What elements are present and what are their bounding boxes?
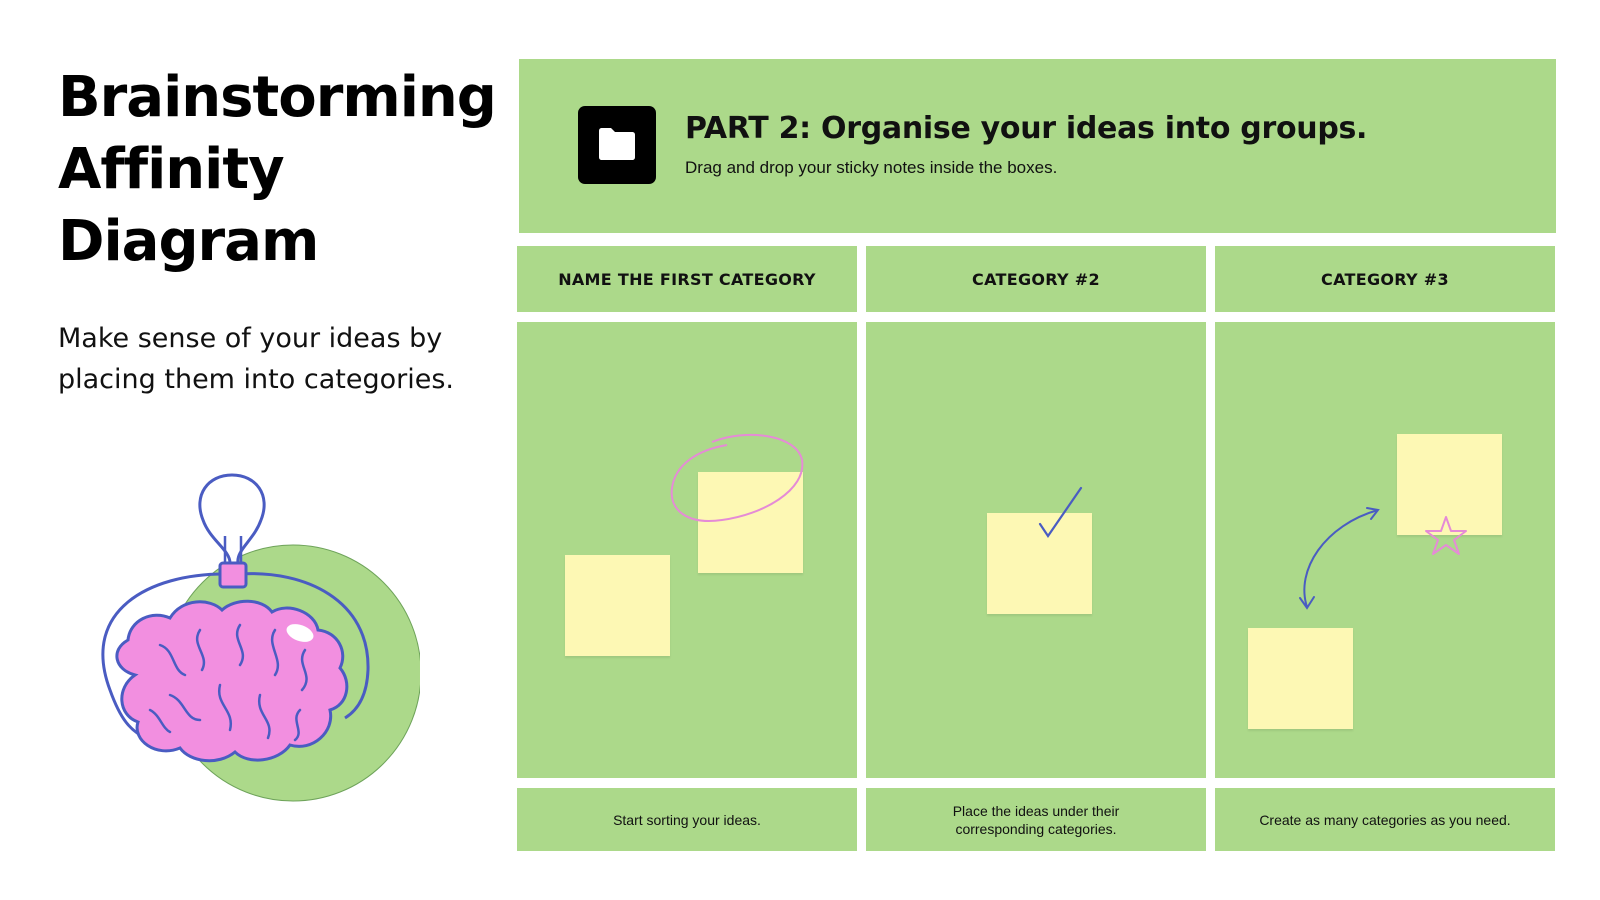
lightbulb-icon	[198, 473, 266, 589]
curved-arrow-doodle	[1299, 507, 1380, 610]
page-subtitle-line-1: Make sense of your ideas by	[58, 323, 443, 354]
category-1-footer: Start sorting your ideas.	[517, 788, 857, 851]
brain-lightbulb-illustration	[101, 473, 420, 802]
part-title: PART 2: Organise your ideas into groups.	[685, 111, 1368, 146]
category-3-hint-line-1: Create as many categories as you need.	[1259, 811, 1511, 828]
checkmark-doodle	[1038, 486, 1083, 538]
header-panel: PART 2: Organise your ideas into groups.…	[519, 59, 1556, 233]
sticky-note[interactable]	[987, 513, 1092, 614]
part-instructions: Drag and drop your sticky notes inside t…	[685, 158, 1058, 177]
category-2-header[interactable]: CATEGORY #2	[866, 246, 1206, 312]
star-doodle	[1425, 516, 1467, 555]
sticky-note[interactable]	[565, 555, 670, 656]
page-subtitle: Make sense of your ideas by placing them…	[58, 318, 478, 400]
category-1-dropzone[interactable]	[517, 322, 857, 778]
lightbulb-wire	[101, 572, 225, 742]
brain-icon	[115, 599, 349, 763]
category-2-hint-line-2: corresponding categories.	[955, 820, 1117, 837]
category-2-name: CATEGORY #2	[972, 269, 1100, 289]
circle-doodle	[670, 433, 804, 522]
category-2-dropzone[interactable]	[866, 322, 1206, 778]
category-3-header[interactable]: CATEGORY #3	[1215, 246, 1555, 312]
sticky-note[interactable]	[1248, 628, 1353, 729]
category-2-footer: Place the ideas under their correspondin…	[866, 788, 1206, 851]
page-subtitle-line-2: placing them into categories.	[58, 364, 454, 395]
sticky-note[interactable]	[698, 472, 803, 573]
category-3-dropzone[interactable]	[1215, 322, 1555, 778]
folder-icon	[599, 128, 635, 160]
page-title: Brainstorming Affinity Diagram	[58, 62, 497, 278]
folder-icon-box	[578, 106, 656, 184]
category-1-header[interactable]: NAME THE FIRST CATEGORY	[517, 246, 857, 312]
sticky-note[interactable]	[1397, 434, 1502, 535]
page-title-line-2: Affinity	[58, 137, 285, 202]
page-title-line-1: Brainstorming	[58, 65, 497, 130]
category-1-hint-line-1: Start sorting your ideas.	[613, 811, 761, 828]
lightbulb-wire-right	[239, 572, 370, 720]
category-2-hint-line-1: Place the ideas under their	[952, 802, 1120, 819]
category-3-name: CATEGORY #3	[1321, 269, 1449, 289]
category-1-name: NAME THE FIRST CATEGORY	[558, 269, 816, 289]
category-3-footer: Create as many categories as you need.	[1215, 788, 1555, 851]
page-title-line-3: Diagram	[58, 209, 319, 274]
